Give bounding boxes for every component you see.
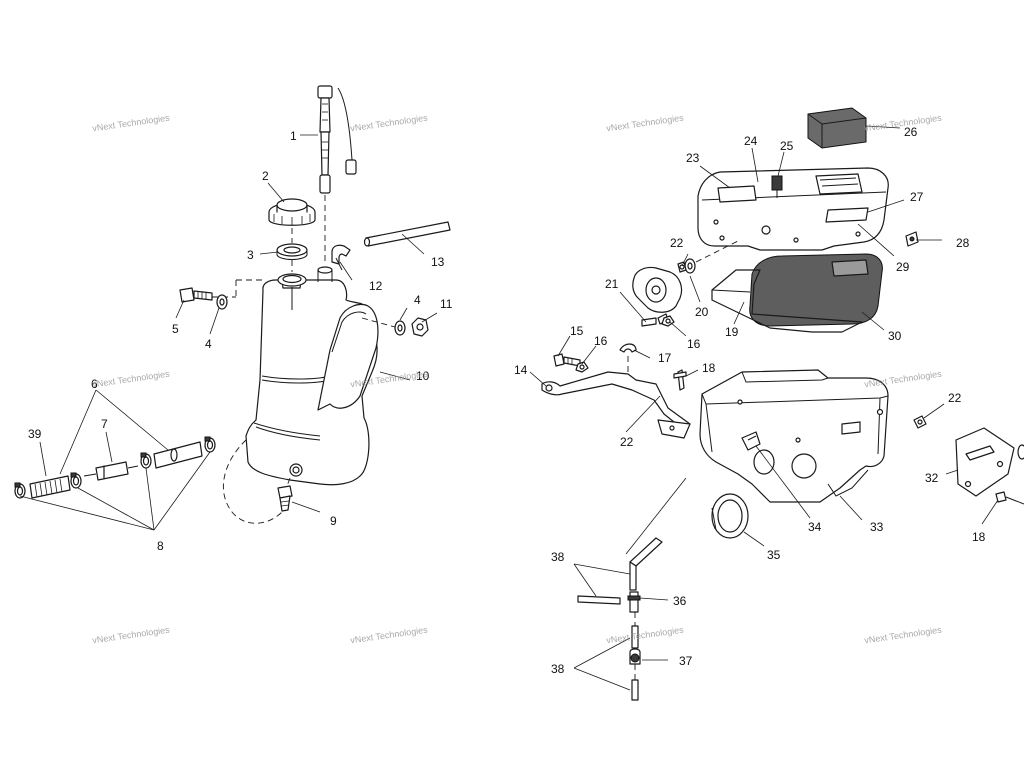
callout-23: 23 bbox=[686, 151, 700, 165]
callout-36: 36 bbox=[673, 594, 687, 608]
cap-gasket bbox=[276, 243, 308, 272]
fuel-cap bbox=[268, 198, 316, 243]
hose-clamp bbox=[140, 452, 152, 469]
washer-left bbox=[216, 294, 228, 310]
callout-35: 35 bbox=[767, 548, 781, 562]
fuel-outlet-fitting bbox=[223, 439, 293, 524]
callout-29: 29 bbox=[896, 260, 910, 274]
callout-16: 16 bbox=[687, 337, 701, 351]
callout-18: 18 bbox=[972, 530, 986, 544]
washer-right bbox=[394, 320, 406, 336]
callout-4: 4 bbox=[205, 337, 212, 351]
spring-clip bbox=[619, 343, 637, 376]
tank-heat-shield bbox=[317, 303, 379, 411]
callout-22: 22 bbox=[670, 236, 684, 250]
callout-26: 26 bbox=[904, 125, 918, 139]
hose-clamp bbox=[204, 436, 216, 453]
fuel-hose-section bbox=[153, 441, 203, 469]
callout-38: 38 bbox=[551, 662, 565, 676]
vent-elbow-fitting bbox=[331, 244, 351, 271]
callout-27: 27 bbox=[910, 190, 924, 204]
fuel-line-assembly bbox=[14, 436, 216, 499]
callout-numbers: 1 2 3 4 4 5 6 7 8 9 10 11 12 13 14 15 16… bbox=[28, 125, 986, 676]
callout-33: 33 bbox=[870, 520, 884, 534]
hose-clamp bbox=[70, 472, 82, 489]
callout-10: 10 bbox=[416, 369, 430, 383]
callout-5: 5 bbox=[172, 322, 179, 336]
callout-2: 2 bbox=[262, 169, 269, 183]
side-mount-bracket bbox=[955, 427, 1024, 497]
mounting-bolt bbox=[179, 279, 262, 303]
callout-37: 37 bbox=[679, 654, 693, 668]
lid-side-decal bbox=[825, 207, 869, 223]
leader-lines bbox=[19, 125, 999, 691]
nut-bracket bbox=[575, 361, 589, 373]
callout-15: 15 bbox=[570, 324, 584, 338]
callout-3: 3 bbox=[247, 248, 254, 262]
callout-14: 14 bbox=[514, 363, 528, 377]
callout-30: 30 bbox=[888, 329, 902, 343]
callout-13: 13 bbox=[431, 255, 445, 269]
lid-decal bbox=[717, 185, 757, 203]
inline-fuel-filter bbox=[83, 461, 139, 481]
callout-32: 32 bbox=[925, 471, 939, 485]
callout-9: 9 bbox=[330, 514, 337, 528]
lid-latch-clip bbox=[771, 175, 783, 198]
callout-28: 28 bbox=[956, 236, 970, 250]
airbox-cover-housing bbox=[632, 266, 683, 327]
vent-hose bbox=[363, 221, 451, 247]
callout-38: 38 bbox=[551, 550, 565, 564]
callout-11: 11 bbox=[440, 297, 453, 311]
callout-22: 22 bbox=[948, 391, 962, 405]
callout-8: 8 bbox=[157, 539, 164, 553]
grommet-base-right bbox=[913, 415, 927, 429]
callout-17: 17 bbox=[658, 351, 672, 365]
callout-1: 1 bbox=[290, 129, 297, 143]
corrugated-fuel-hose bbox=[29, 475, 71, 499]
bracket-bolt bbox=[553, 353, 581, 367]
callout-24: 24 bbox=[744, 134, 758, 148]
airbox-base bbox=[699, 369, 889, 503]
drain-tube-assembly bbox=[577, 477, 687, 701]
callout-7: 7 bbox=[101, 417, 108, 431]
filter-plate bbox=[711, 269, 863, 333]
callout-21: 21 bbox=[605, 277, 619, 291]
fastener-mid bbox=[673, 369, 687, 391]
callout-22: 22 bbox=[620, 435, 634, 449]
callout-25: 25 bbox=[780, 139, 794, 153]
air-filter bbox=[749, 253, 883, 327]
callout-6: 6 bbox=[91, 377, 98, 391]
callout-19: 19 bbox=[725, 325, 739, 339]
hose-clamp bbox=[14, 482, 26, 499]
tank-nut bbox=[361, 317, 429, 337]
callout-16: 16 bbox=[594, 334, 608, 348]
nut-cover bbox=[661, 315, 675, 327]
callout-18: 18 bbox=[702, 361, 716, 375]
base-inlet-port bbox=[741, 431, 761, 451]
callout-34: 34 bbox=[808, 520, 822, 534]
screw-upper bbox=[677, 261, 687, 273]
fuel-gauge-sender bbox=[317, 85, 357, 262]
callout-4: 4 bbox=[414, 293, 421, 307]
mounting-bracket bbox=[541, 371, 691, 439]
callout-20: 20 bbox=[695, 305, 709, 319]
fastener-right bbox=[995, 491, 1024, 505]
foam-pad bbox=[807, 107, 867, 149]
callout-12: 12 bbox=[369, 279, 383, 293]
retaining-clip bbox=[905, 231, 919, 247]
intake-boot bbox=[711, 493, 749, 539]
callout-39: 39 bbox=[28, 427, 42, 441]
